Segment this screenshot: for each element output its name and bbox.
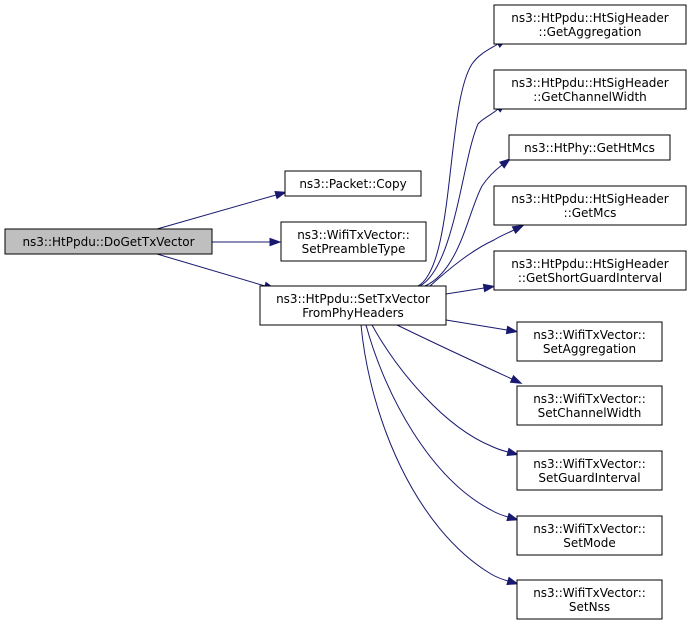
arrow-head-icon <box>274 190 288 200</box>
edge-line <box>371 324 509 453</box>
node-label-line: SetAggregation <box>543 342 636 356</box>
node-label-line: ns3::HtPpdu::HtSigHeader <box>511 192 669 206</box>
node-set-nss[interactable]: ns3::WifiTxVector::SetNss <box>516 579 663 620</box>
node-box <box>259 285 447 326</box>
edge-set_tx_vector_from_phy_headers-to-set_channel_width <box>396 324 523 384</box>
node-label-line: ns3::HtPpdu::HtSigHeader <box>511 257 669 271</box>
edge-line <box>445 319 508 331</box>
node-label-line: ns3::WifiTxVector:: <box>533 522 646 536</box>
edge-line <box>156 253 266 287</box>
node-label-line: ns3::WifiTxVector:: <box>533 392 646 406</box>
node-label-line: SetPreambleType <box>302 242 406 256</box>
node-label-line: ns3::WifiTxVector:: <box>533 457 646 471</box>
edge-set_tx_vector_from_phy_headers-to-get_mcs <box>429 224 525 287</box>
edge-root-to-set_preamble_type <box>212 237 282 247</box>
node-box <box>493 250 687 291</box>
node-box <box>493 4 687 45</box>
node-get-short-guard-interval[interactable]: ns3::HtPpdu::HtSigHeader::GetShortGuardI… <box>493 250 687 291</box>
arrow-head-icon <box>269 237 282 247</box>
edge-set_tx_vector_from_phy_headers-to-get_ht_mcs <box>424 158 512 287</box>
node-root[interactable]: ns3::HtPpdu::DoGetTxVector <box>4 228 213 255</box>
node-box <box>280 221 427 262</box>
arrow-head-icon <box>482 283 496 293</box>
edge-root-to-packet_copy <box>156 190 288 230</box>
edge-line <box>419 108 499 287</box>
arrow-head-icon <box>511 224 525 235</box>
node-label-line: ns3::HtPhy::GetHtMcs <box>524 141 655 155</box>
edge-root-to-set_tx_vector_from_phy_headers <box>156 253 277 291</box>
edge-set_tx_vector_from_phy_headers-to-set_guard_interval <box>371 324 520 457</box>
node-label-line: ns3::Packet::Copy <box>299 177 406 191</box>
node-set-preamble-type[interactable]: ns3::WifiTxVector::SetPreambleType <box>280 221 427 262</box>
node-label-line: ::GetChannelWidth <box>533 90 647 104</box>
node-box <box>516 385 663 426</box>
node-set-mode[interactable]: ns3::WifiTxVector::SetMode <box>516 515 663 556</box>
node-get-mcs[interactable]: ns3::HtPpdu::HtSigHeader::GetMcs <box>493 185 687 226</box>
edge-set_tx_vector_from_phy_headers-to-set_mode <box>365 324 520 522</box>
node-label-line: SetNss <box>569 600 610 614</box>
node-label-line: SetMode <box>563 536 615 550</box>
edge-line <box>417 43 499 287</box>
edge-set_tx_vector_from_phy_headers-to-set_aggregation <box>445 319 519 335</box>
edge-line <box>360 324 509 582</box>
node-get-aggregation[interactable]: ns3::HtPpdu::HtSigHeader::GetAggregation <box>493 4 687 45</box>
nodes-layer: ns3::HtPpdu::DoGetTxVector ns3::Packet::C… <box>4 4 687 620</box>
node-label-line: SetChannelWidth <box>538 406 642 420</box>
node-label-line: SetGuardInterval <box>538 471 640 485</box>
node-label-line: ns3::HtPpdu::HtSigHeader <box>511 11 669 25</box>
node-box <box>516 515 663 556</box>
edge-line <box>429 229 515 287</box>
node-set-channel-width[interactable]: ns3::WifiTxVector::SetChannelWidth <box>516 385 663 426</box>
node-box <box>516 450 663 491</box>
node-box <box>4 228 213 255</box>
arrow-head-icon <box>509 374 523 384</box>
node-box <box>284 170 422 197</box>
edge-line <box>424 164 503 287</box>
arrow-head-icon <box>505 325 519 335</box>
node-box <box>493 69 687 110</box>
node-label-line: ns3::WifiTxVector:: <box>297 228 410 242</box>
edge-line <box>445 287 485 295</box>
edge-set_tx_vector_from_phy_headers-to-set_nss <box>360 324 520 586</box>
arrow-head-icon <box>506 447 520 457</box>
node-label-line: ns3::HtPpdu::SetTxVector <box>276 292 430 306</box>
node-label-line: ns3::HtPpdu::HtSigHeader <box>511 76 669 90</box>
node-label-line: ns3::WifiTxVector:: <box>533 586 646 600</box>
edge-set_tx_vector_from_phy_headers-to-get_short_guard_interval <box>445 283 496 295</box>
node-label-line: ns3::WifiTxVector:: <box>533 328 646 342</box>
node-label-line: ::GetShortGuardInterval <box>518 271 662 285</box>
node-box <box>516 579 663 620</box>
arrow-head-icon <box>506 512 520 522</box>
node-set-guard-interval[interactable]: ns3::WifiTxVector::SetGuardInterval <box>516 450 663 491</box>
arrow-head-icon <box>498 158 512 169</box>
node-box <box>508 134 671 161</box>
edge-line <box>396 324 513 380</box>
node-box <box>493 185 687 226</box>
node-get-ht-mcs[interactable]: ns3::HtPhy::GetHtMcs <box>508 134 671 161</box>
node-label-line: FromPhyHeaders <box>302 306 404 320</box>
node-box <box>516 321 663 362</box>
edge-line <box>365 324 509 518</box>
node-label-line: ::GetMcs <box>564 206 617 220</box>
edge-set_tx_vector_from_phy_headers-to-get_aggregation <box>417 38 508 287</box>
edge-line <box>156 194 277 230</box>
node-get-channel-width[interactable]: ns3::HtPpdu::HtSigHeader::GetChannelWidt… <box>493 69 687 110</box>
arrow-head-icon <box>506 576 520 586</box>
node-label-line: ns3::HtPpdu::DoGetTxVector <box>22 235 194 249</box>
node-set-aggregation[interactable]: ns3::WifiTxVector::SetAggregation <box>516 321 663 362</box>
node-packet-copy[interactable]: ns3::Packet::Copy <box>284 170 422 197</box>
node-label-line: ::GetAggregation <box>539 25 642 39</box>
